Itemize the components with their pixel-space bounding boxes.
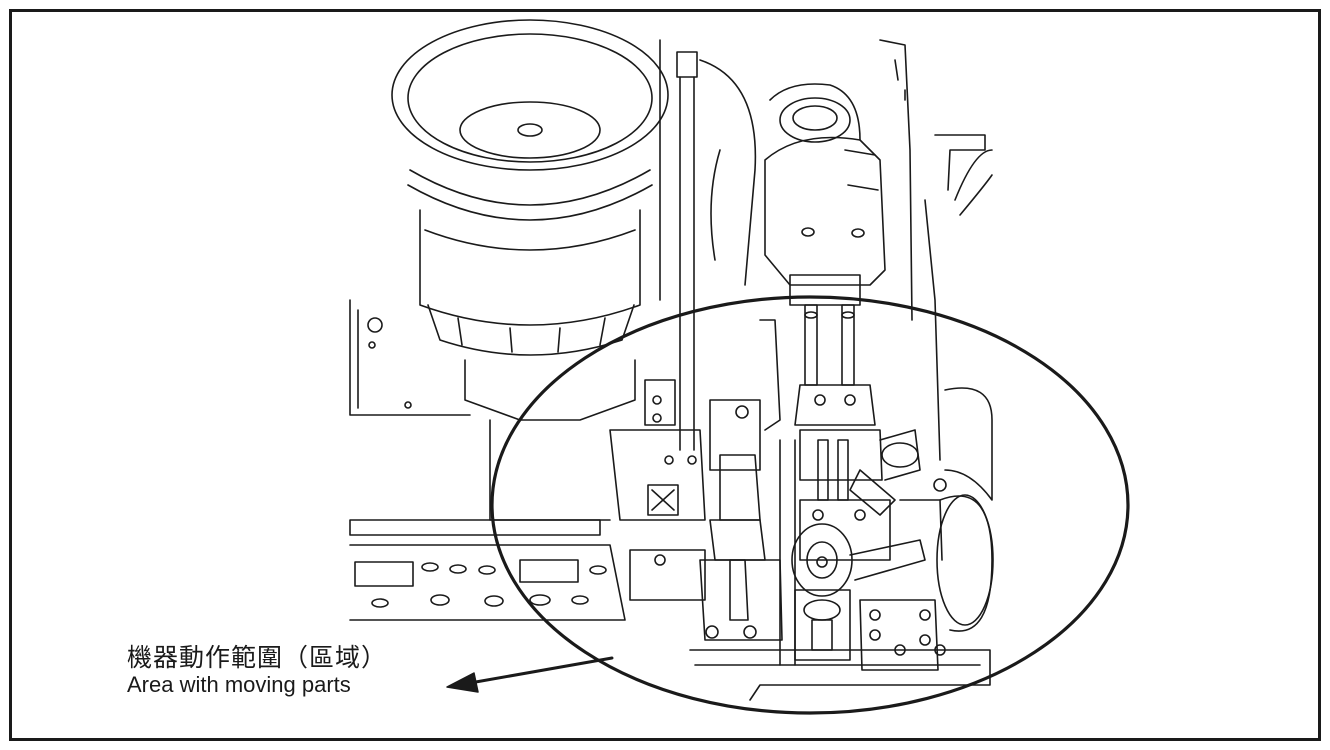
callout-label-english: Area with moving parts [127, 672, 351, 697]
diagram-frame [9, 9, 1321, 741]
pressing-head [699, 39, 913, 431]
callout-label-chinese: 機器動作範圍（區域） [127, 644, 388, 672]
bowl-feeder [391, 19, 669, 421]
right-frame [924, 134, 994, 632]
callout-arrow-head [446, 672, 479, 693]
guide-rod [659, 39, 698, 451]
moving-area-ellipse [490, 295, 1130, 715]
mechanism-cluster [609, 379, 991, 701]
callout-arrow-line [468, 656, 614, 685]
base-plate [349, 299, 626, 621]
